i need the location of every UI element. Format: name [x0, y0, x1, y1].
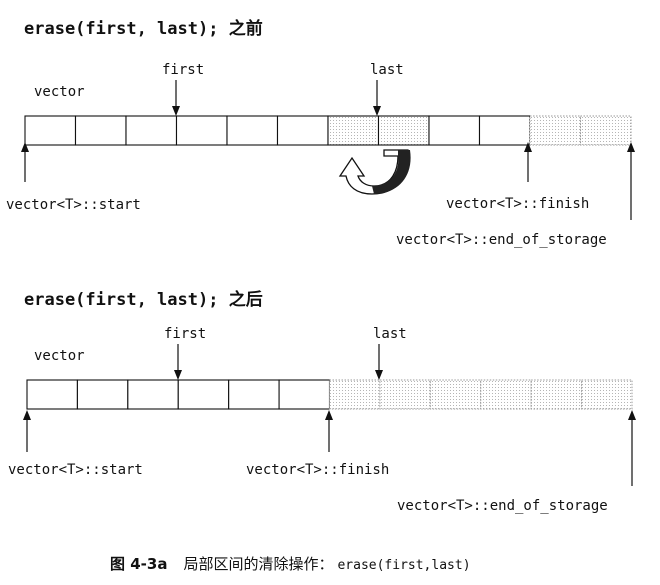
before-cell-used — [24, 115, 77, 146]
after-last-label: last — [373, 326, 407, 342]
before-first-label: first — [162, 62, 204, 78]
figure-caption: 图 4-3a 局部区间的清除操作： erase(first,last) — [110, 555, 471, 573]
after-finish-arrow — [325, 410, 333, 452]
before-last-arrow — [373, 80, 381, 116]
after-cell-spare — [329, 379, 381, 410]
after-cell-spare — [530, 379, 583, 410]
before-cell-used — [175, 115, 228, 146]
after-cell-used — [278, 379, 331, 410]
before-cell-used — [276, 115, 329, 146]
after-cell-spare — [581, 379, 633, 410]
after-cell-used — [127, 379, 179, 410]
caption-text: 局部区间的清除操作： — [183, 555, 333, 573]
after-finish-label: vector<T>::finish — [246, 462, 389, 478]
after-cell-used — [228, 379, 280, 410]
after-first-arrow — [174, 344, 182, 380]
before-cell-spare — [529, 115, 581, 146]
before-finish-label: vector<T>::finish — [446, 196, 589, 212]
before-cell-spare — [580, 115, 632, 146]
before-last-label: last — [370, 62, 404, 78]
after-last-arrow — [375, 344, 383, 380]
before-cell-used — [74, 115, 127, 146]
before-vector-label: vector — [34, 84, 85, 100]
before-first-arrow — [172, 80, 180, 116]
before-vector-cells — [24, 115, 632, 146]
after-start-label: vector<T>::start — [8, 462, 143, 478]
caption-figure-number: 图 4-3a — [110, 555, 167, 573]
after-cell-spare — [379, 379, 431, 410]
caption-code: erase(first,last) — [337, 558, 470, 573]
before-cell-used — [226, 115, 279, 146]
after-eos-label: vector<T>::end_of_storage — [397, 498, 608, 514]
after-cell-used — [177, 379, 230, 410]
before-cell-used — [377, 115, 430, 146]
after-title: erase(first, last); 之后 — [24, 289, 263, 310]
before-cell-used — [125, 115, 178, 146]
before-cell-used — [428, 115, 481, 146]
before-title: erase(first, last); 之前 — [24, 18, 263, 39]
before-finish-arrow — [524, 142, 532, 182]
after-eos-arrow — [628, 410, 636, 486]
before-cell-used — [478, 115, 531, 146]
after-cell-used — [26, 379, 78, 410]
after-cell-used — [76, 379, 129, 410]
before-eos-label: vector<T>::end_of_storage — [396, 232, 607, 248]
after-vector-cells — [26, 379, 633, 410]
after-cell-spare — [480, 379, 532, 410]
copy-curve-arrow-icon — [338, 149, 411, 195]
before-eos-arrow — [627, 142, 635, 220]
after-vector-label: vector — [34, 348, 85, 364]
before-start-arrow — [21, 142, 29, 182]
after-start-arrow — [23, 410, 31, 452]
after-cell-spare — [429, 379, 482, 410]
before-start-label: vector<T>::start — [6, 197, 141, 213]
before-cell-used — [327, 115, 380, 146]
after-first-label: first — [164, 326, 206, 342]
